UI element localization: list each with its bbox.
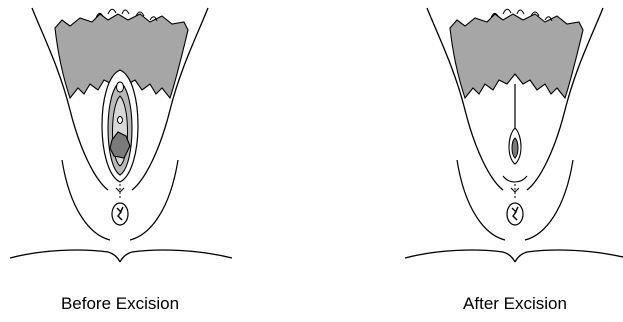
- right-buttock-outline: [130, 160, 178, 240]
- left-buttock-outline: [62, 160, 110, 240]
- urethral-opening: [118, 117, 123, 124]
- before-excision-illustration: [0, 0, 240, 290]
- left-buttock-outline: [457, 160, 505, 240]
- left-leg-outline: [10, 250, 120, 262]
- pubic-hair: [450, 14, 583, 98]
- after-excision-caption: After Excision: [395, 294, 623, 314]
- left-leg-outline: [405, 250, 515, 262]
- right-leg-outline: [120, 250, 232, 262]
- right-buttock-outline: [525, 160, 573, 240]
- before-excision-caption: Before Excision: [0, 294, 240, 314]
- clitoris: [117, 82, 124, 92]
- lower-curve: [503, 176, 527, 182]
- opening-shading: [512, 138, 518, 158]
- after-excision-illustration: [395, 0, 623, 290]
- right-leg-outline: [515, 250, 623, 262]
- after-excision-panel: After Excision: [395, 0, 623, 322]
- before-excision-panel: Before Excision: [0, 0, 240, 322]
